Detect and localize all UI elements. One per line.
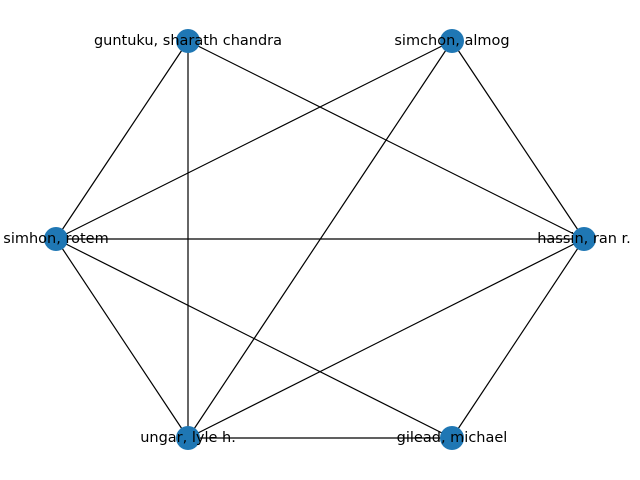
node-label-guntuku: guntuku, sharath chandra — [94, 33, 282, 49]
nodes-layer — [44, 29, 596, 450]
labels-layer: guntuku, sharath chandra simchon, almog si… — [3, 33, 630, 446]
edge-guntuku-simhon — [55, 40, 189, 240]
node-label-hassin: hassin, ran r. — [537, 231, 631, 247]
edge-hassin-ungar — [187, 238, 585, 439]
node-label-ungar: ungar, lyle h. — [140, 430, 236, 446]
edge-simhon-gilead — [55, 238, 453, 439]
edge-simhon-ungar — [55, 238, 189, 439]
node-guntuku — [176, 29, 200, 53]
node-label-simhon: simhon, rotem — [3, 231, 108, 247]
node-label-gilead: gilead, michael — [397, 430, 508, 446]
node-hassin — [572, 227, 596, 251]
node-gilead — [440, 426, 464, 450]
node-label-simchon: simchon, almog — [394, 33, 509, 49]
node-simchon — [440, 29, 464, 53]
edge-simchon-hassin — [451, 40, 585, 240]
edges-layer — [55, 40, 585, 439]
edge-simchon-simhon — [55, 40, 453, 240]
node-simhon — [44, 227, 68, 251]
node-ungar — [176, 426, 200, 450]
edge-hassin-gilead — [451, 238, 585, 439]
